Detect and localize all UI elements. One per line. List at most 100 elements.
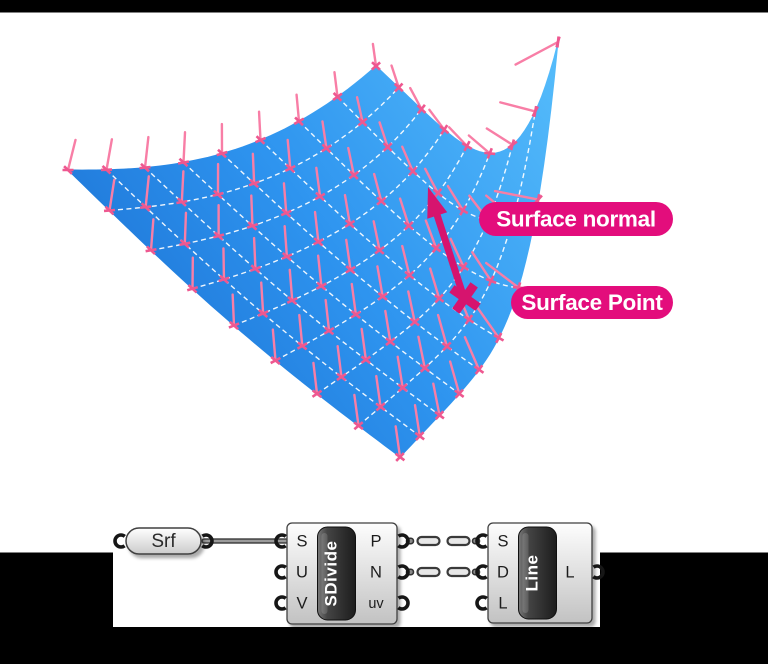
line-input-s: S bbox=[497, 533, 508, 551]
param-srf[interactable]: Srf bbox=[125, 527, 202, 555]
dashed-wires[interactable] bbox=[405, 535, 481, 578]
srf-right-nub[interactable] bbox=[198, 533, 214, 549]
sdivide-input-u: U bbox=[296, 564, 308, 582]
normal-vector bbox=[316, 254, 323, 288]
sdivide-output-p: P bbox=[370, 533, 381, 551]
line-output-nub-l[interactable] bbox=[589, 564, 605, 580]
normal-vector bbox=[283, 224, 289, 258]
grid-isocurve-u bbox=[192, 129, 445, 290]
sdivide-input-v: V bbox=[296, 595, 307, 613]
x-marker bbox=[254, 136, 267, 144]
x-marker bbox=[403, 221, 414, 231]
surface-point-markers bbox=[62, 36, 561, 462]
bottom-right-bar bbox=[600, 552, 768, 664]
x-marker bbox=[371, 61, 381, 71]
normal-vector bbox=[423, 167, 440, 195]
normal-vector bbox=[183, 211, 188, 245]
x-marker bbox=[312, 238, 324, 246]
normal-vector bbox=[378, 121, 389, 149]
component-sdivide[interactable]: S U V P N uv SDivide bbox=[286, 522, 398, 625]
sdivide-output-uv: uv bbox=[368, 596, 384, 612]
x-marker bbox=[139, 165, 151, 170]
normal-vector bbox=[144, 175, 150, 209]
x-marker bbox=[249, 265, 262, 272]
top-bar bbox=[0, 0, 768, 13]
x-marker bbox=[408, 166, 418, 177]
sdivide-output-nub-p[interactable] bbox=[394, 533, 410, 549]
normal-vector bbox=[372, 220, 381, 252]
normal-vector bbox=[251, 152, 256, 185]
x-marker bbox=[395, 452, 405, 462]
x-marker bbox=[218, 276, 230, 283]
x-marker bbox=[228, 322, 240, 329]
line-input-d: D bbox=[497, 564, 509, 582]
srf-left-nub[interactable] bbox=[113, 533, 129, 549]
x-marker bbox=[246, 222, 259, 229]
normal-vector bbox=[475, 305, 500, 340]
normal-vector bbox=[390, 64, 400, 89]
normal-vector bbox=[143, 135, 150, 169]
normal-vector bbox=[471, 251, 493, 283]
normal-vector bbox=[315, 166, 322, 198]
line-input-l: L bbox=[498, 595, 507, 613]
sdivide-output-nub-n[interactable] bbox=[394, 564, 410, 580]
normal-vector bbox=[298, 313, 304, 348]
sdivide-output-n: N bbox=[370, 564, 382, 582]
sdivide-input-nub-v[interactable] bbox=[274, 595, 290, 611]
x-marker bbox=[487, 275, 495, 287]
normal-vector bbox=[372, 172, 383, 203]
normal-vector bbox=[407, 290, 416, 324]
x-marker bbox=[419, 363, 430, 373]
normal-vector bbox=[250, 194, 254, 228]
x-marker bbox=[382, 142, 393, 152]
wire-p-to-s-dash[interactable] bbox=[446, 535, 471, 547]
normal-vector bbox=[371, 42, 378, 68]
normal-vector bbox=[295, 93, 301, 123]
x-marker bbox=[360, 355, 372, 365]
x-marker bbox=[212, 233, 225, 239]
wire-n-to-d-dash[interactable] bbox=[416, 566, 441, 578]
x-marker bbox=[509, 139, 516, 151]
normal-vector bbox=[105, 138, 114, 171]
normal-vector bbox=[345, 238, 352, 271]
normal-vector bbox=[394, 425, 402, 459]
x-marker bbox=[442, 341, 452, 352]
sdivide-input-nub-u[interactable] bbox=[274, 564, 290, 580]
normal-vector bbox=[231, 293, 236, 327]
x-marker bbox=[459, 261, 468, 273]
component-line[interactable]: S D L L Line bbox=[487, 522, 593, 624]
x-marker bbox=[284, 164, 296, 172]
x-marker bbox=[440, 124, 449, 135]
normal-vector bbox=[401, 145, 414, 173]
line-input-nub-l[interactable] bbox=[475, 595, 491, 611]
normal-vector bbox=[271, 328, 277, 362]
sdivide-output-nub-uv[interactable] bbox=[394, 595, 410, 611]
x-marker bbox=[281, 253, 293, 260]
normal-vector bbox=[324, 298, 331, 332]
line-output-l: L bbox=[565, 564, 574, 582]
line-input-nub-s[interactable] bbox=[475, 533, 491, 549]
x-marker bbox=[409, 317, 420, 327]
x-marker bbox=[145, 247, 157, 253]
x-marker bbox=[374, 245, 385, 255]
normal-vector bbox=[401, 244, 411, 277]
wire-n-to-d-dash[interactable] bbox=[446, 566, 471, 578]
x-marker bbox=[357, 117, 368, 127]
sdivide-input-nub-s[interactable] bbox=[274, 533, 290, 549]
wire-p-to-s-dash[interactable] bbox=[416, 535, 441, 547]
normal-vector bbox=[343, 193, 352, 226]
x-marker bbox=[216, 150, 228, 157]
surface-illustration bbox=[62, 36, 561, 462]
normal-vector bbox=[282, 182, 288, 215]
x-marker bbox=[417, 104, 426, 115]
arrow-head bbox=[427, 187, 448, 219]
x-marker bbox=[353, 421, 364, 431]
x-marker bbox=[495, 332, 503, 344]
normal-vector bbox=[355, 96, 364, 124]
line-input-nub-d[interactable] bbox=[475, 564, 491, 580]
x-marker bbox=[377, 292, 388, 301]
io-hooks[interactable] bbox=[113, 533, 605, 611]
x-marker bbox=[323, 326, 335, 335]
